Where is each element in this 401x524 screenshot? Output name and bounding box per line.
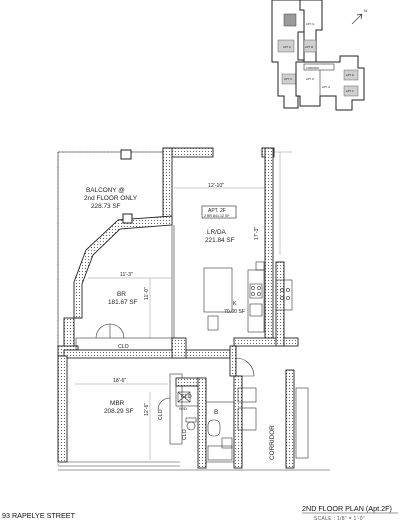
br-depth-dim: 11'-0" xyxy=(144,287,150,300)
plan-title: 2ND FLOOR PLAN (Apt.2F) xyxy=(302,504,392,513)
north-arrow-icon: N xyxy=(351,8,367,25)
key-unit-a: APT. A xyxy=(283,45,291,49)
balcony-title: BALCONY @ xyxy=(86,187,125,194)
bath-label: B xyxy=(214,409,218,416)
kitchen-area: 70.00 SF xyxy=(224,309,245,315)
kitchen-label: K xyxy=(233,301,237,307)
key-unit-d: APT. D xyxy=(306,77,314,81)
key-unit-c: APT. C xyxy=(284,77,292,81)
balcony-area: 228.73 SF xyxy=(91,203,121,210)
hall-closet-label: CLO xyxy=(181,394,192,400)
mbr-area: 208.29 SF xyxy=(104,408,134,415)
address-label: 93 RAPELYE STREET xyxy=(2,511,76,520)
lrda-label: LR/DA xyxy=(207,229,227,236)
br-area: 181.67 SF xyxy=(108,299,138,306)
apartment-number: APT. 2F xyxy=(208,208,226,214)
washer-dryer-label: W/D xyxy=(179,406,187,411)
key-unit-g: APT. G xyxy=(306,22,314,26)
mbr-label: MBR xyxy=(110,400,125,407)
mbr-width-dim: 18'-6" xyxy=(113,378,126,384)
corridor-label: CORRIDOR xyxy=(269,425,276,460)
mbr-depth-dim: 12'-6" xyxy=(144,403,150,416)
key-unit-b: APT. B xyxy=(305,45,313,49)
br-label: BR xyxy=(117,291,126,298)
plan-scale: SCALE : 1/8" = 1'-0" xyxy=(314,516,365,522)
bath-closet-label: CLO xyxy=(182,429,188,440)
apartment-area: 2 BR 841.12 SF xyxy=(204,214,230,218)
key-plan: APT. A APT. B APT. C APT. D APT. E APT. … xyxy=(271,0,367,111)
mbr-closet-label: CLO xyxy=(158,409,164,420)
main-plan: CLO CLO CLO W/D B CLO xyxy=(57,147,330,471)
br-closet-label: CLO xyxy=(118,344,129,350)
key-corridor: CORRIDOR xyxy=(306,67,319,70)
key-unit-h: APT. H xyxy=(322,85,330,89)
balcony-note: 2nd FLOOR ONLY xyxy=(84,195,138,202)
lrda-width-dim: 12'-10" xyxy=(208,183,224,189)
br-width-dim: 11'-3" xyxy=(120,272,133,278)
north-label: N xyxy=(364,8,367,13)
key-unit-e: APT. E xyxy=(346,73,354,77)
lrda-depth-dim: 17'-3" xyxy=(254,227,260,240)
footer: 93 RAPELYE STREET 2ND FLOOR PLAN (Apt.2F… xyxy=(2,504,398,522)
apartment-tag: APT. 2F 2 BR 841.12 SF xyxy=(201,205,237,219)
key-unit-f: APT. F xyxy=(346,89,354,93)
lrda-area: 221.84 SF xyxy=(205,237,235,244)
